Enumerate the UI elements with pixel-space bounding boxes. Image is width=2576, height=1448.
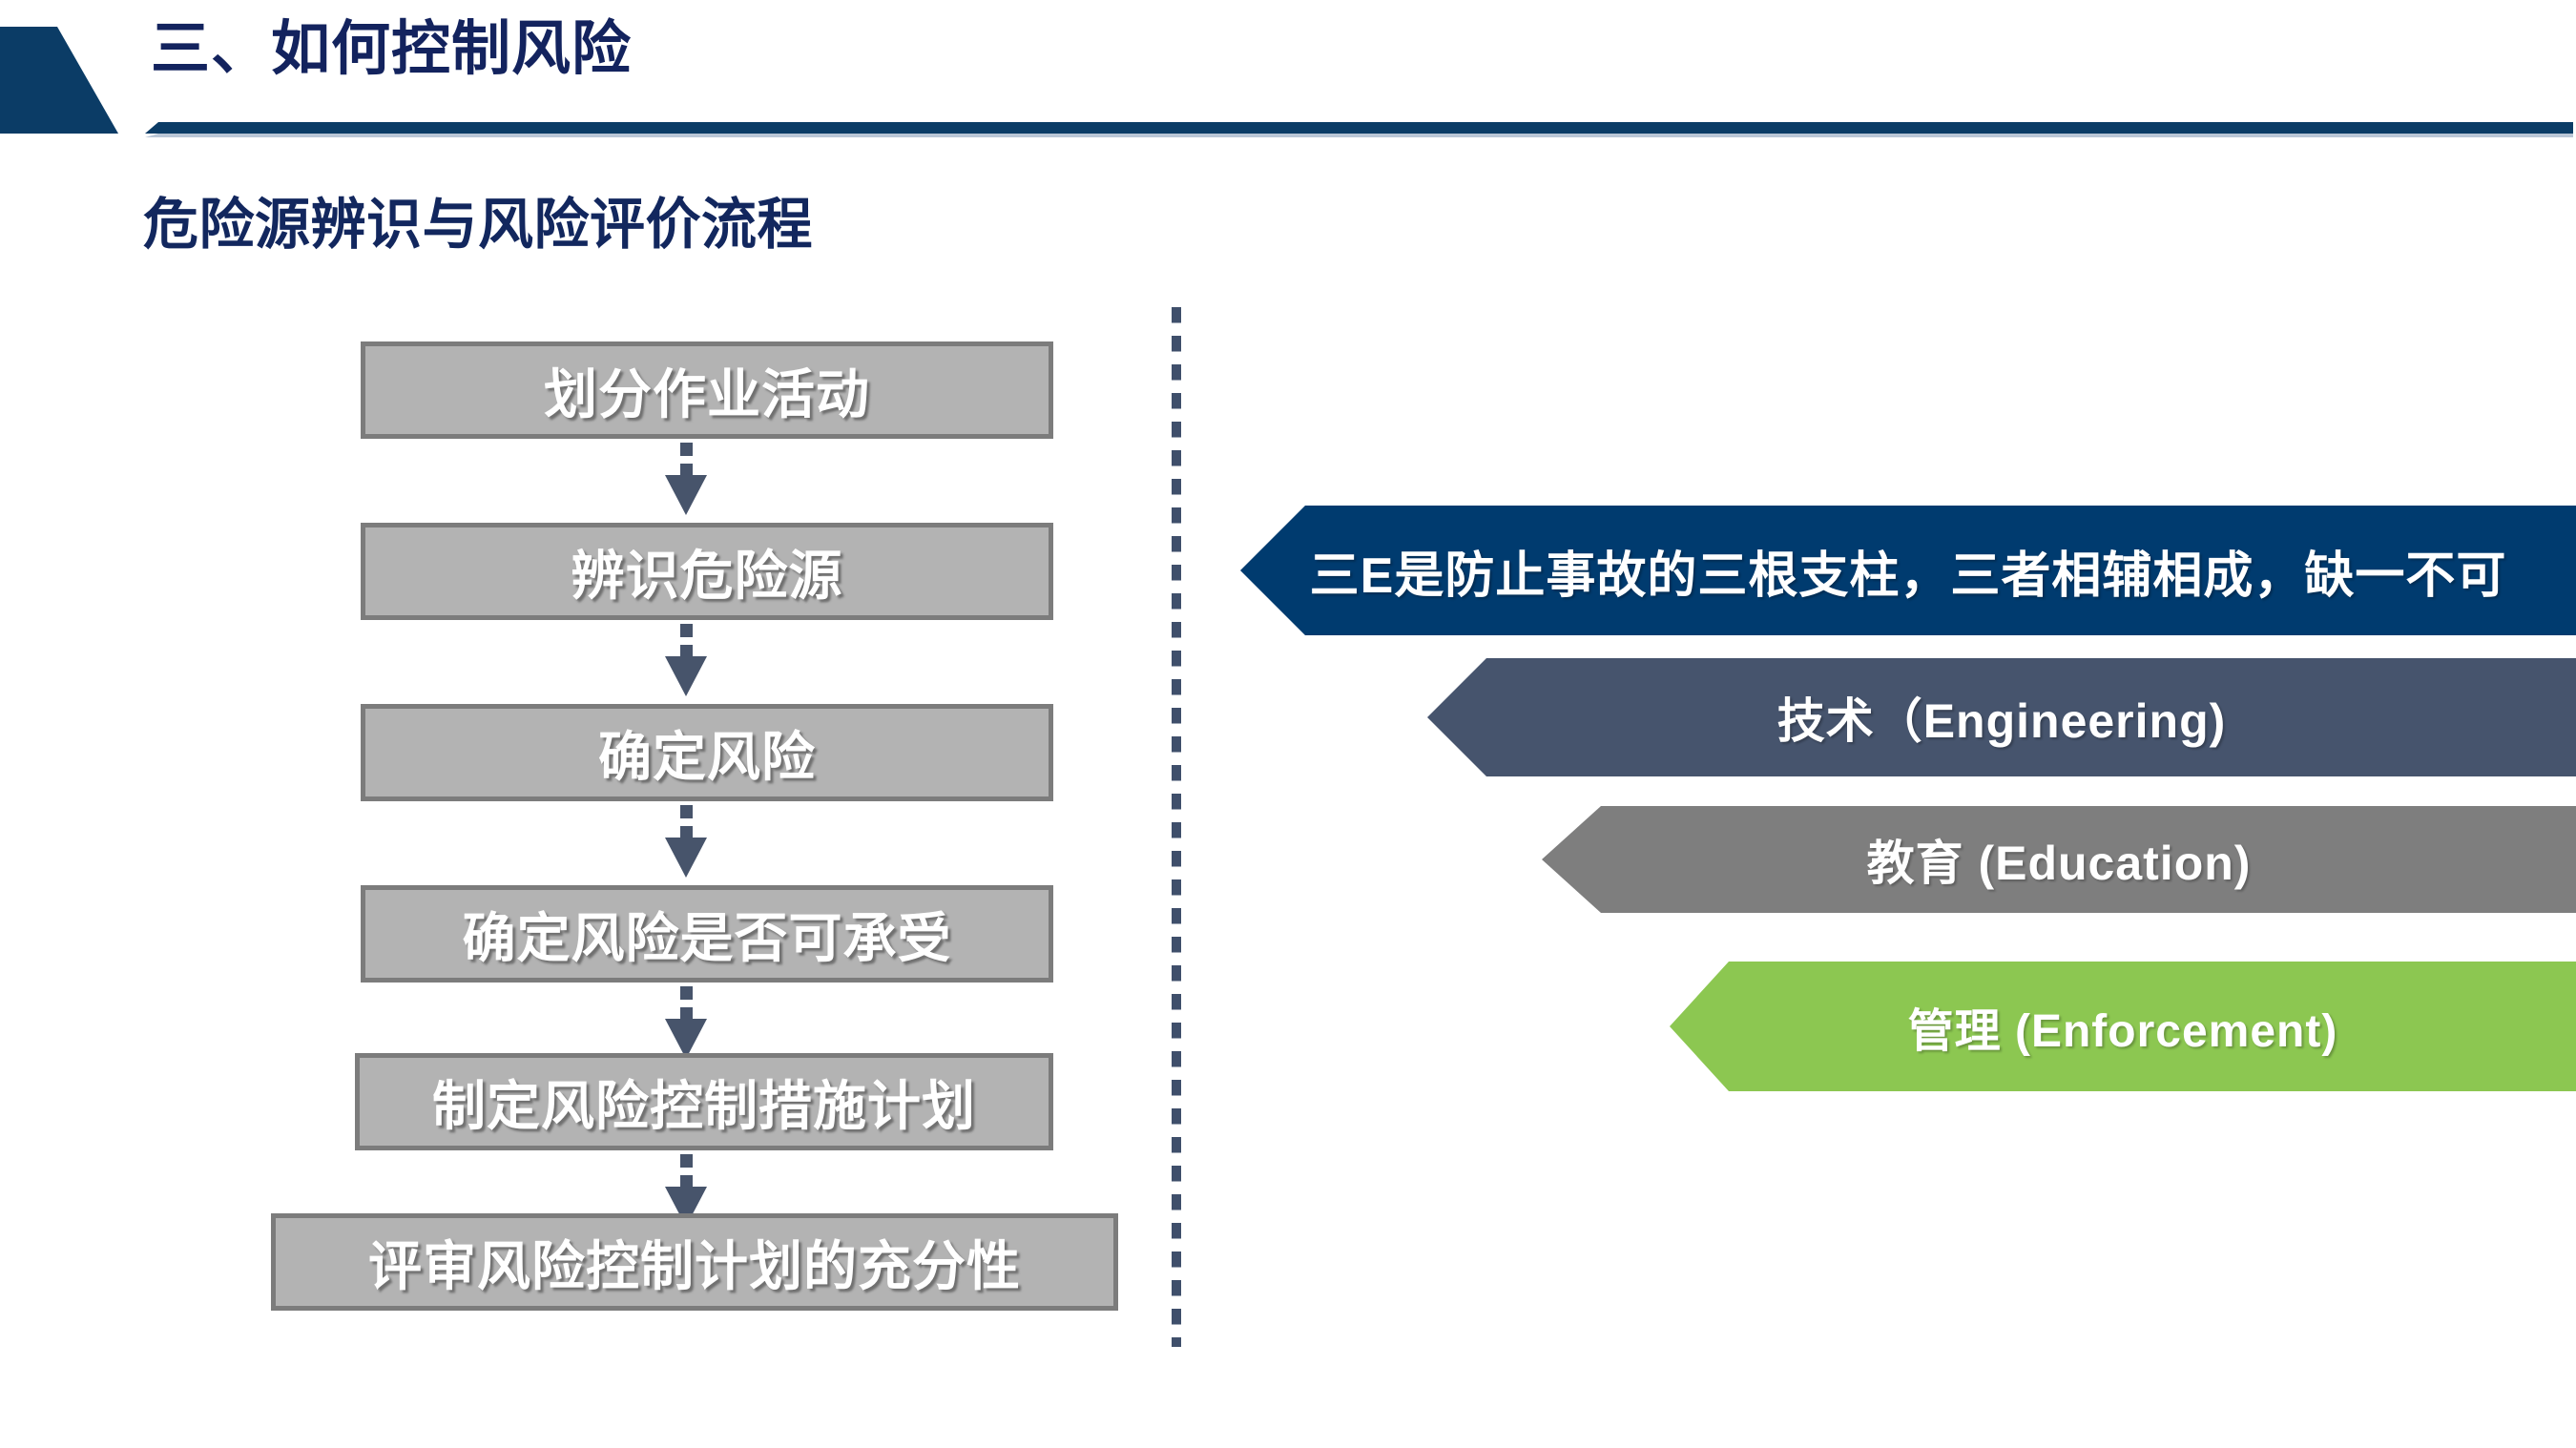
banner-label: 管理 (Enforcement) [1907,1006,2338,1057]
flow-step-box[interactable]: 制定风险控制措施计划 [355,1053,1053,1150]
page-title: 三、如何控制风险 [151,16,633,82]
flow-step-label: 辨识危险源 [571,545,843,606]
section-subtitle: 危险源辨识与风险评价流程 [143,194,814,256]
flow-step-box[interactable]: 确定风险 [361,704,1053,801]
hazard-identification-flowchart: 划分作业活动 辨识危险源 确定风险 确定风险是否可承受 制定风险控制措施计划 [0,0,1145,1448]
flow-arrow-down-icon [665,443,707,517]
flow-step-box[interactable]: 辨识危险源 [361,523,1053,620]
flow-step-box[interactable]: 确定风险是否可承受 [361,885,1053,983]
header-divider-rule [145,122,2573,134]
flow-step-box[interactable]: 划分作业活动 [361,341,1053,439]
flow-arrow-down-icon [665,624,707,698]
banner-label: 三E是防止事故的三根支柱，三者相辅相成，缺一不可 [1309,548,2507,604]
flow-step-label: 确定风险是否可承受 [462,907,952,968]
flow-arrow-down-icon [665,805,707,879]
vertical-dashed-divider [1172,307,1181,1347]
flow-step-box[interactable]: 评审风险控制计划的充分性 [271,1213,1118,1311]
flow-step-label: 划分作业活动 [544,363,870,424]
banner-engineering[interactable]: 技术（Engineering) [1427,658,2576,776]
banner-label: 教育 (Education) [1866,837,2252,890]
flow-arrow-down-icon [665,986,707,1061]
header-divider-rule-shadow [145,134,2573,137]
flow-step-label: 确定风险 [598,726,816,787]
banner-label: 技术（Engineering) [1776,694,2227,748]
flow-step-label: 制定风险控制措施计划 [432,1075,976,1136]
banner-three-e-pillars[interactable]: 三E是防止事故的三根支柱，三者相辅相成，缺一不可 [1240,506,2576,635]
flow-step-label: 评审风险控制计划的充分性 [368,1235,1021,1296]
banner-education[interactable]: 教育 (Education) [1542,806,2576,913]
banner-enforcement[interactable]: 管理 (Enforcement) [1670,962,2576,1091]
